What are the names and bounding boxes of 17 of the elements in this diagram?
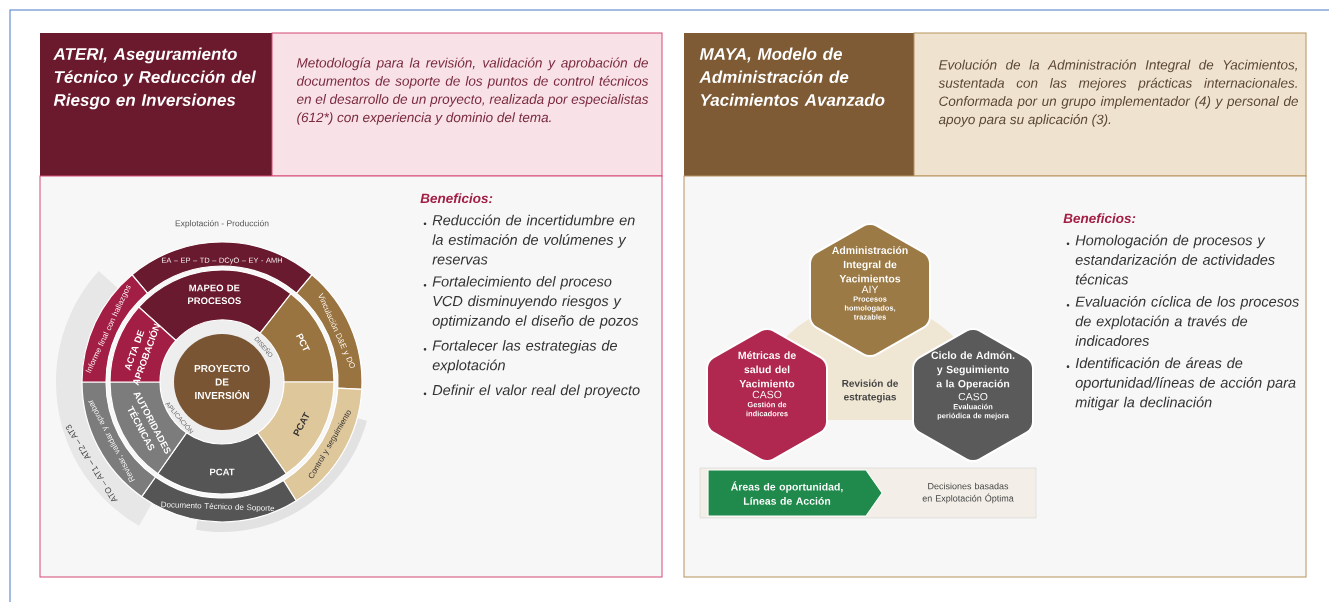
bullet-item: Evaluación cíclica de los procesos de explotación a través de indicadores — [1066, 295, 1299, 346]
arc-label: Explotación - Producción — [175, 220, 269, 228]
bullet-item: Identificación de áreas de oportunidad/líneas de acción para mitigar la declinación — [1066, 357, 1296, 411]
bullet-item: Fortalecer las estrategias de explotación — [423, 340, 617, 374]
heading: Beneficios: — [420, 193, 493, 204]
title-box: MAYA, Modelo de Administración de Yacimientos Avanzado — [684, 33, 914, 176]
bullet-item: Definir el valor real del proyecto — [423, 384, 640, 399]
center-label: Revisión de estrategias — [842, 379, 898, 403]
bullet-item: Homologación de procesos y estandarización de actividades técnicas — [1066, 234, 1275, 285]
bullet-item: Fortalecimiento del proceso VCD disminuyendo riesgos y optimizando el diseño de pozos — [423, 275, 639, 329]
arrow-banner: Áreas de oportunidad, Líneas de Acción — [707, 469, 883, 517]
description-box: Evolución de la Administración Integral de Yacimientos, sustentada con las mejores prácticas internacionales. Conformada por un grupo implementador (4) y personal de apoyo para su aplicación (3). — [913, 32, 1307, 177]
bullet-item: Reducción de incertidumbre en la estimación de volúmenes y reservas — [423, 214, 635, 265]
heading: Beneficios: — [1063, 213, 1136, 224]
wheel-segment: Documento Técnico de Soporte — [141, 476, 297, 523]
description-box: Metodología para la revisión, validación y aprobación de documentos de soporte de los puntos de control técnicos en el desarrollo de un proyecto, realizada por especialistas (612*) con experiencia y dominio del tema. — [271, 32, 663, 177]
title-box: ATERI, Aseguramiento Técnico y Reducción del Riesgo en Inversiones — [40, 33, 272, 176]
